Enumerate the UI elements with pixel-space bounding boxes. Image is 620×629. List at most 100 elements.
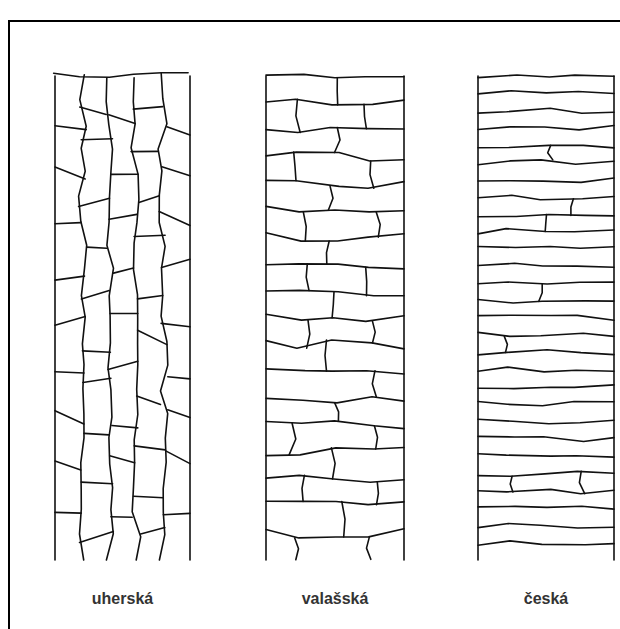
crack-line bbox=[328, 186, 333, 210]
crack-line bbox=[266, 152, 404, 161]
crack-line bbox=[111, 516, 132, 518]
crack-line bbox=[377, 482, 379, 504]
crack-line bbox=[306, 264, 309, 291]
crack-line bbox=[266, 233, 404, 241]
crack-line bbox=[376, 212, 380, 237]
crack-line bbox=[138, 330, 167, 344]
crack-line bbox=[81, 139, 112, 140]
crack-line bbox=[372, 371, 376, 397]
crack-line bbox=[478, 178, 614, 182]
crack-line bbox=[478, 195, 614, 200]
crack-line bbox=[82, 351, 110, 352]
crack-line bbox=[478, 506, 614, 509]
crack-line bbox=[84, 433, 109, 435]
crack-line bbox=[307, 320, 310, 348]
pattern-label: uherská bbox=[92, 590, 153, 608]
crack-line bbox=[81, 482, 112, 484]
crack-line bbox=[478, 126, 614, 130]
crack-line bbox=[114, 268, 134, 273]
crack-line bbox=[162, 259, 191, 267]
crack-line bbox=[303, 212, 306, 241]
crack-line bbox=[266, 448, 404, 456]
crack-line bbox=[478, 402, 614, 406]
crack-line bbox=[109, 115, 135, 124]
crack-line bbox=[478, 436, 614, 441]
crack-line bbox=[478, 300, 614, 304]
crack-line bbox=[266, 340, 404, 349]
crack-line bbox=[539, 284, 542, 301]
crack-line bbox=[478, 263, 614, 267]
crack-line bbox=[139, 196, 159, 203]
crack-line bbox=[478, 91, 614, 94]
crack-line bbox=[161, 323, 190, 326]
crack-line bbox=[87, 247, 107, 248]
crack-line bbox=[55, 223, 81, 224]
crack-line bbox=[79, 198, 110, 206]
crack-line bbox=[55, 167, 85, 179]
crack-line bbox=[131, 78, 141, 560]
crack-line bbox=[370, 161, 374, 188]
strip-top-edge bbox=[478, 75, 614, 78]
crack-line bbox=[106, 78, 113, 560]
crack-line bbox=[55, 276, 85, 280]
crack-line bbox=[579, 471, 584, 493]
crack-line bbox=[336, 78, 338, 105]
crack-patterns bbox=[54, 73, 614, 560]
crack-line bbox=[295, 538, 299, 560]
crack-line bbox=[266, 128, 404, 133]
crack-line bbox=[478, 541, 614, 545]
crack-line bbox=[83, 378, 111, 382]
crack-line bbox=[110, 456, 135, 463]
crack-line bbox=[266, 475, 404, 482]
crack-line bbox=[162, 167, 190, 176]
crack-line bbox=[166, 451, 190, 464]
crack-line bbox=[510, 476, 513, 492]
crack-line bbox=[266, 529, 404, 538]
crack-line bbox=[327, 241, 330, 264]
crack-line bbox=[168, 410, 190, 418]
crack-line bbox=[141, 528, 165, 534]
crack-line bbox=[266, 369, 404, 374]
crack-line bbox=[289, 423, 296, 455]
crack-line bbox=[548, 145, 553, 160]
strip-top-edge bbox=[266, 74, 404, 77]
crack-line bbox=[138, 296, 163, 299]
crack-line bbox=[55, 317, 85, 326]
crack-line bbox=[266, 206, 404, 212]
crack-line bbox=[81, 291, 109, 300]
crack-line bbox=[109, 214, 137, 219]
crack-line bbox=[545, 215, 546, 232]
crack-line bbox=[266, 290, 404, 295]
crack-line bbox=[478, 332, 614, 336]
strip-edge bbox=[54, 76, 56, 560]
crack-line bbox=[366, 267, 367, 295]
crack-line bbox=[110, 313, 138, 315]
crack-line bbox=[364, 104, 366, 128]
crack-line bbox=[55, 372, 84, 373]
crack-line bbox=[266, 421, 404, 429]
crack-line bbox=[478, 247, 614, 249]
crack-line bbox=[55, 411, 84, 424]
crack-line bbox=[55, 461, 81, 470]
crack-line bbox=[478, 367, 614, 372]
strip-edge bbox=[189, 76, 191, 560]
crack-line bbox=[55, 512, 81, 514]
crack-line bbox=[134, 235, 165, 236]
frame-line bbox=[9, 21, 620, 629]
crack-line bbox=[478, 471, 614, 476]
crack-line bbox=[331, 448, 335, 479]
crack-line bbox=[504, 336, 507, 352]
crack-line bbox=[266, 264, 404, 269]
crack-line bbox=[478, 489, 614, 493]
crack-line bbox=[478, 419, 614, 424]
crack-line bbox=[367, 537, 371, 559]
strip-top-edge bbox=[54, 73, 189, 78]
crack-line bbox=[266, 397, 404, 403]
crack-line bbox=[478, 108, 614, 113]
strip-edge bbox=[477, 76, 479, 560]
strip-edge bbox=[403, 76, 405, 560]
crack-line bbox=[137, 396, 161, 405]
crack-line bbox=[478, 160, 614, 165]
crack-line bbox=[478, 315, 614, 320]
